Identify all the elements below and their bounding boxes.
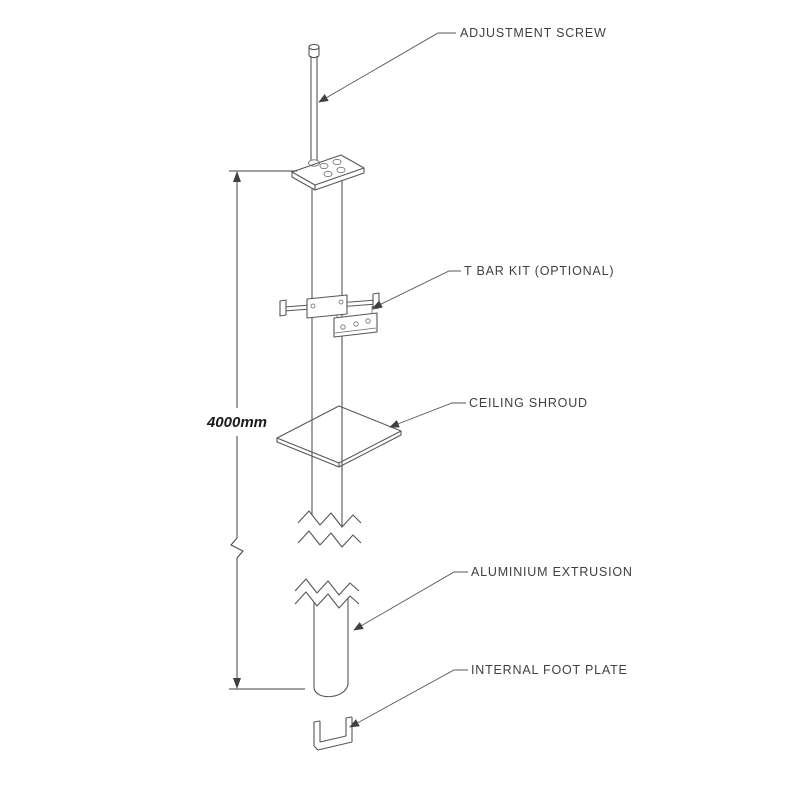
plate-hole xyxy=(336,166,346,174)
ceiling-shroud xyxy=(276,405,402,468)
dimension-4000mm: 4000mm xyxy=(206,170,305,690)
t-bar-bracket xyxy=(333,312,378,338)
pole-upper-section xyxy=(311,181,343,527)
label-t-bar-kit: T BAR KIT (OPTIONAL) xyxy=(464,264,614,278)
plate-hole xyxy=(332,158,342,166)
dimension-text: 4000mm xyxy=(206,414,267,431)
plate-hole xyxy=(319,162,329,170)
leader-adjustment-screw xyxy=(318,32,456,103)
dimension-break-symbol xyxy=(230,537,244,559)
dimension-arrow-up xyxy=(233,171,241,182)
break-symbol-upper xyxy=(297,510,362,548)
label-aluminium-extrusion: ALUMINIUM EXTRUSION xyxy=(471,565,633,579)
leader-ceiling-shroud xyxy=(389,402,466,428)
adjustment-screw xyxy=(308,43,320,160)
break-symbol-lower xyxy=(294,578,360,609)
dimension-arrow-down xyxy=(233,678,241,689)
label-adjustment-screw: ADJUSTMENT SCREW xyxy=(460,26,607,40)
plate-hole xyxy=(323,170,333,178)
t-bar-clamp xyxy=(306,294,348,319)
leader-lines xyxy=(318,32,468,728)
screw-washer xyxy=(308,159,320,167)
internal-foot-plate xyxy=(313,716,353,751)
callout-labels: ADJUSTMENT SCREW T BAR KIT (OPTIONAL) CE… xyxy=(460,26,633,677)
label-internal-foot-plate: INTERNAL FOOT PLATE xyxy=(471,663,628,677)
label-ceiling-shroud: CEILING SHROUD xyxy=(469,396,588,410)
leader-aluminium-extrusion xyxy=(353,571,468,631)
mounting-plate xyxy=(291,154,365,191)
t-bar-kit xyxy=(279,292,380,338)
leader-internal-foot-plate xyxy=(349,669,468,728)
pole-lower-section xyxy=(313,598,349,698)
t-bar-left-tab xyxy=(279,299,287,317)
leader-t-bar-kit xyxy=(372,270,461,309)
